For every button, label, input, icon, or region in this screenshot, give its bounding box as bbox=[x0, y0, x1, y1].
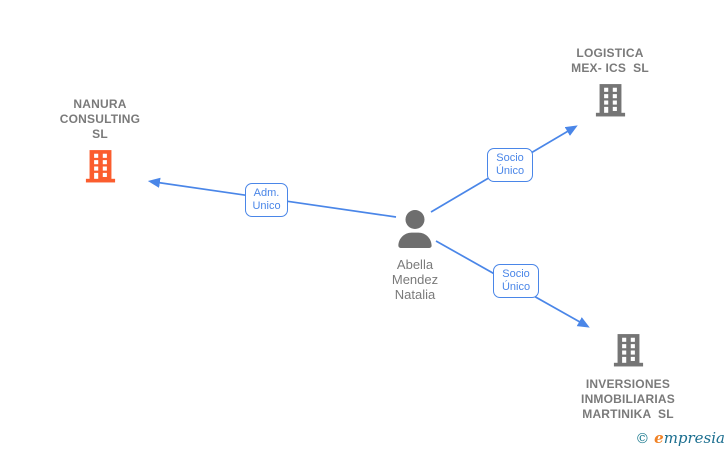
company-node-logistica-mex-ics-sl[interactable]: LOGISTICA MEX- ICS SL bbox=[530, 46, 690, 123]
brand-name: mpresia bbox=[663, 429, 725, 447]
company-node-nanura-consulting-sl[interactable]: NANURA CONSULTING SL bbox=[25, 97, 175, 189]
company-name: NANURA CONSULTING SL bbox=[59, 97, 141, 141]
building-icon[interactable] bbox=[613, 333, 644, 368]
empresia-watermark-link[interactable]: © empresia bbox=[635, 429, 725, 448]
brand-initial: e bbox=[654, 429, 664, 447]
building-icon[interactable] bbox=[85, 149, 116, 184]
company-node-inversiones-inmobiliarias-martinika-sl[interactable]: INVERSIONES INMOBILIARIAS MARTINIKA SL bbox=[543, 333, 713, 422]
copyright-icon: © bbox=[635, 431, 650, 447]
person-node-abella-mendez-natalia[interactable]: Abella Mendez Natalia bbox=[355, 210, 475, 302]
company-name: INVERSIONES INMOBILIARIAS MARTINIKA SL bbox=[581, 377, 675, 421]
company-name: LOGISTICA MEX- ICS SL bbox=[571, 46, 649, 75]
relation-label-adm-unico[interactable]: Adm. Unico bbox=[245, 183, 288, 217]
person-icon[interactable] bbox=[398, 210, 432, 248]
relation-label-socio-unico-bottom[interactable]: Socio Único bbox=[493, 264, 539, 298]
person-name: Abella Mendez Natalia bbox=[391, 257, 439, 302]
building-icon[interactable] bbox=[595, 83, 626, 118]
relation-label-socio-unico-top[interactable]: Socio Único bbox=[487, 148, 533, 182]
